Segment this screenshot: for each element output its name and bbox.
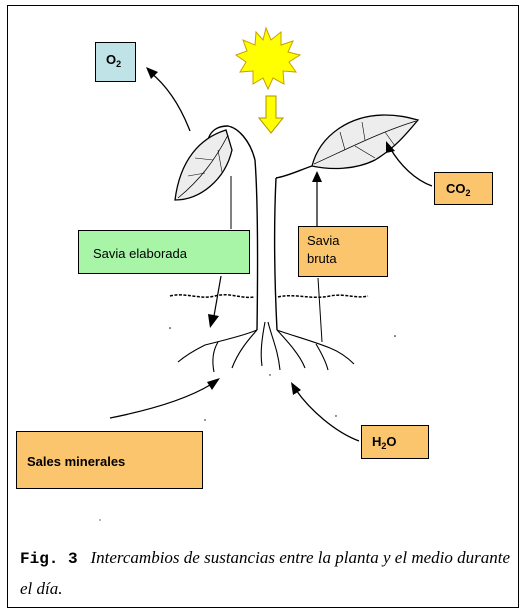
ground-line: [169, 294, 369, 299]
figure-caption: Fig. 3 Intercambios de sustancias entre …: [20, 543, 510, 604]
co2-arrow: [389, 147, 433, 187]
h2o-label: H2O: [361, 425, 429, 459]
savia-elaborada-label: Savia elaborada: [78, 230, 250, 274]
sales-arrow: [109, 384, 211, 419]
o2-arrow: [149, 71, 191, 132]
figure-number: Fig. 3: [20, 550, 78, 568]
savia-bruta-line2: bruta: [307, 251, 337, 266]
sun-icon: [234, 26, 302, 91]
savia-bruta-line: [317, 277, 323, 343]
h2o-arrow: [295, 389, 360, 442]
co2-label: CO2: [434, 172, 493, 205]
o2-label: O2: [95, 42, 136, 82]
co2-arrow-head: [386, 141, 395, 153]
savia-bruta-line1: Savia: [307, 233, 340, 248]
sales-arrow-head: [207, 378, 220, 390]
savia-elaborada-arrow: [213, 275, 222, 317]
figure-frame: [7, 5, 519, 608]
left-leaf: [174, 129, 233, 201]
savia-elaborada-arrow-head: [208, 314, 219, 328]
h2o-arrow-head: [291, 382, 301, 395]
stem: [207, 125, 313, 331]
savia-bruta-arrow-head: [312, 171, 322, 182]
speckles: [99, 327, 396, 521]
right-leaf: [311, 114, 420, 170]
light-arrow-icon: [257, 95, 285, 134]
savia-bruta-label: Savia bruta: [298, 226, 388, 277]
roots: [177, 321, 355, 373]
sales-minerales-label: Sales minerales: [16, 431, 203, 489]
caption-text: Intercambios de sustancias entre la plan…: [20, 548, 511, 598]
o2-arrow-head: [146, 67, 158, 79]
